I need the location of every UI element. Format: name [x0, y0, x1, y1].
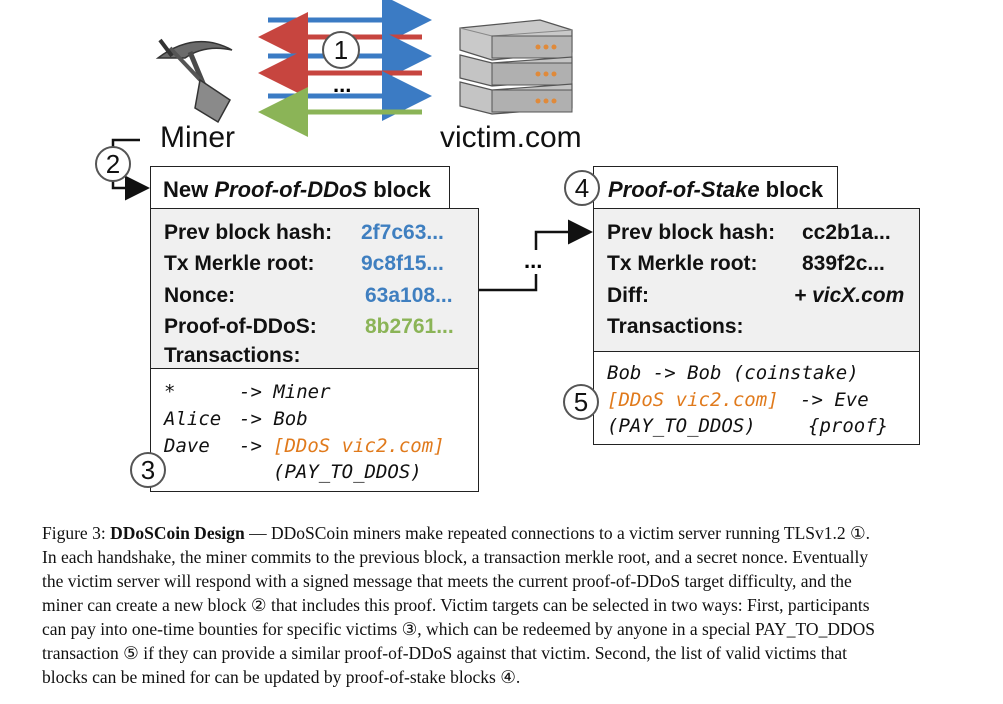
pos-tx2-rest: -> Eve [800, 389, 869, 411]
caption-line-1: Figure 3: DDoSCoin Design — DDoSCoin min… [42, 523, 871, 543]
chain-ellipsis: ... [524, 248, 543, 273]
diagram-graphics [111, 0, 593, 292]
pod-tx2-from: Alice [164, 408, 222, 430]
pickaxe-shovel-icon [155, 38, 233, 124]
pos-merkle-value: 839f2c... [802, 252, 885, 275]
pod-transactions-label: Transactions: [164, 344, 301, 367]
pod-merkle-label: Tx Merkle root: [164, 252, 315, 275]
step-marker-3: 3 [130, 452, 166, 488]
step-marker-1: 1 [322, 31, 360, 69]
caption-line-7: blocks can be mined for can be updated b… [42, 667, 521, 687]
victim-label: victim.com [440, 121, 582, 154]
pos-transactions-label: Transactions: [607, 315, 744, 338]
pos-prev-hash-label: Prev block hash: [607, 221, 776, 244]
pos-tx1: Bob -> Bob (coinstake) [607, 362, 859, 384]
pos-tx2-ddos: [DDoS vic2.com] [607, 389, 779, 411]
pos-diff-value: + vicX.com [794, 284, 905, 307]
pos-merkle-label: Tx Merkle root: [607, 252, 758, 275]
pod-block-transactions: * -> Miner Alice -> Bob Dave -> [DDoS vi… [150, 368, 479, 492]
chain-link-left [478, 274, 538, 292]
pod-tx1-from: * [164, 381, 176, 403]
pod-block-header: Prev block hash: 2f7c63... Tx Merkle roo… [150, 208, 479, 370]
pod-tx3-type: (PAY_TO_DDOS) [273, 461, 422, 483]
miner-label: Miner [160, 121, 236, 154]
pod-tx3-arrow: -> [239, 435, 262, 457]
pod-block-title: New Proof-of-DDoS block [163, 177, 431, 202]
pod-tx3-ddos: [DDoS vic2.com] [273, 435, 445, 457]
pos-block-title-box: Proof-of-Stake block [593, 166, 838, 210]
pod-nonce-value: 63a108... [365, 284, 453, 307]
caption-title: DDoSCoin Design [110, 523, 245, 543]
pod-tx3-from: Dave [164, 435, 210, 457]
pos-diff-label: Diff: [607, 284, 649, 307]
figure-caption: Figure 3: DDoSCoin Design — DDoSCoin min… [42, 521, 992, 689]
step-marker-4: 4 [564, 170, 600, 206]
arrows-ellipsis: ... [333, 72, 352, 97]
server-icon [459, 19, 573, 115]
pod-proof-label: Proof-of-DDoS: [164, 315, 317, 338]
pos-tx3-type: (PAY_TO_DDOS) [607, 415, 756, 437]
pod-prev-hash-value: 2f7c63... [361, 221, 444, 244]
pod-prev-hash-label: Prev block hash: [164, 221, 333, 244]
pod-block-title-box: New Proof-of-DDoS block [150, 166, 450, 210]
pod-tx2-to: -> Bob [239, 408, 308, 430]
caption-label: Figure 3: [42, 523, 111, 543]
caption-line-6: transaction ⑤ if they can provide a simi… [42, 643, 847, 663]
pod-proof-value: 8b2761... [365, 315, 454, 338]
pos-prev-hash-value: cc2b1a... [802, 221, 891, 244]
pos-block-title: Proof-of-Stake block [608, 177, 824, 202]
pos-block-header: Prev block hash: cc2b1a... Tx Merkle roo… [593, 208, 920, 353]
pod-tx1-to: -> Miner [239, 381, 331, 403]
pod-merkle-value: 9c8f15... [361, 252, 444, 275]
pos-tx3-proof: {proof} [808, 415, 889, 437]
pos-block-transactions: Bob -> Bob (coinstake) [DDoS vic2.com] -… [593, 351, 920, 445]
step-marker-2: 2 [95, 146, 131, 182]
caption-line-3: the victim server will respond with a si… [42, 571, 852, 591]
caption-line-5: can pay into one-time bounties for speci… [42, 619, 875, 639]
step-marker-5: 5 [563, 384, 599, 420]
caption-line-2: In each handshake, the miner commits to … [42, 547, 869, 567]
chain-link-right [534, 219, 593, 250]
caption-line-4: miner can create a new block ② that incl… [42, 595, 870, 615]
pod-nonce-label: Nonce: [164, 284, 236, 307]
